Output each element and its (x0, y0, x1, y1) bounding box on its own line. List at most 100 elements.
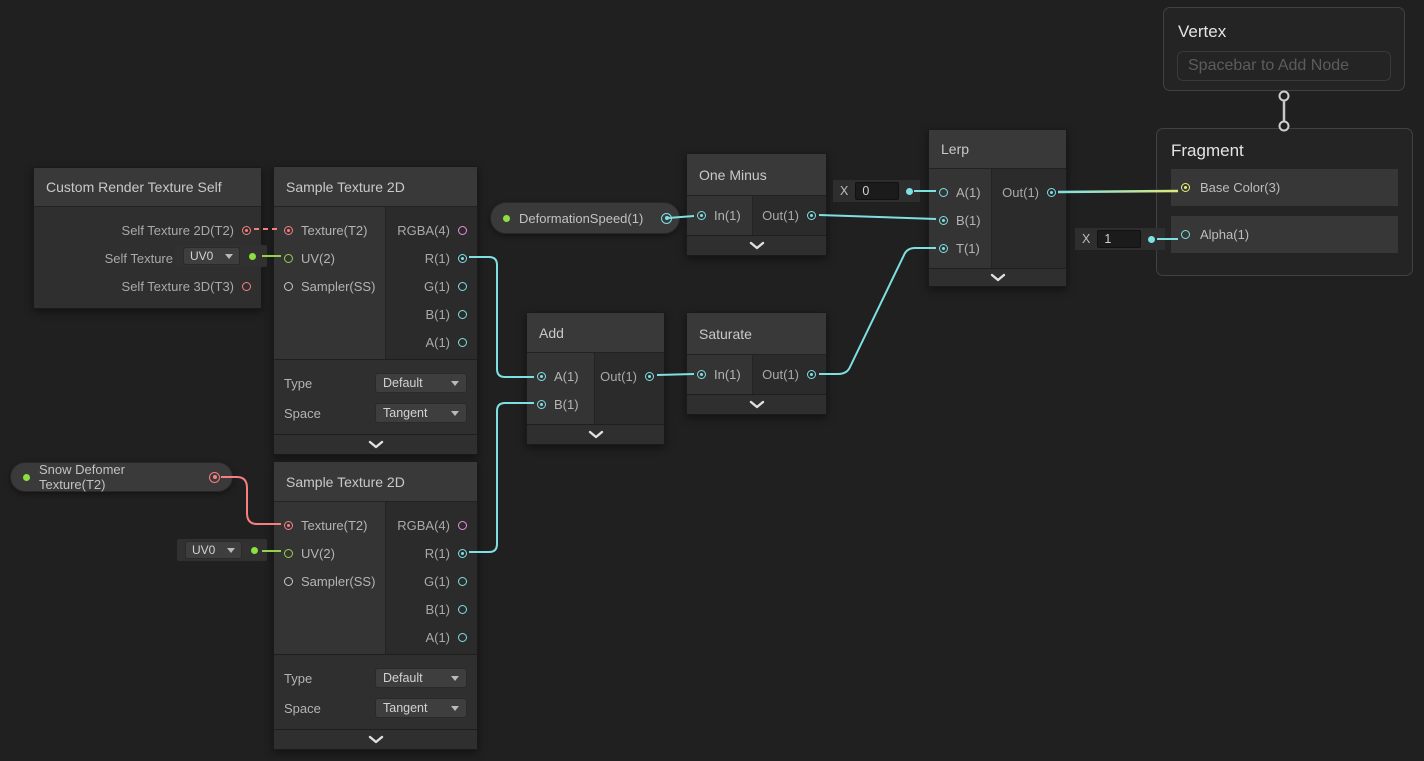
in-port[interactable] (697, 211, 706, 220)
collapse-bar[interactable] (274, 434, 477, 454)
out-port[interactable] (807, 370, 816, 379)
r-output-port[interactable] (458, 548, 467, 558)
snow-deformer-texture-property-node[interactable]: Snow Defomer Texture(T2) (10, 462, 233, 492)
base-color-port[interactable] (1181, 183, 1190, 192)
a-input-port[interactable] (537, 371, 546, 381)
collapse-bar[interactable] (929, 268, 1066, 286)
self-texture-2d-port[interactable] (242, 225, 251, 235)
alpha-port[interactable] (1181, 230, 1190, 239)
type-value: Default (383, 376, 423, 390)
node-title: Lerp (929, 130, 1066, 169)
node-title: Sample Texture 2D (274, 462, 477, 502)
lerp-node[interactable]: Lerp A(1) B(1) T(1) Out(1) (928, 129, 1067, 287)
b-output-port[interactable] (458, 309, 467, 319)
alpha-label: Alpha(1) (1200, 227, 1250, 242)
space-label: Space (284, 700, 321, 716)
deformation-speed-property-node[interactable]: DeformationSpeed(1) (490, 202, 680, 234)
x-label: X (840, 184, 849, 198)
space-value: Tangent (383, 406, 428, 420)
self-texture-row: Self Texture (34, 244, 261, 272)
g-output-port[interactable] (458, 576, 467, 586)
fragment-base-color-row[interactable]: Base Color(3) (1171, 169, 1398, 206)
out-label: Out(1) (762, 367, 799, 382)
texture-input-label: Texture(T2) (301, 517, 368, 533)
out-port[interactable] (807, 211, 816, 220)
b-input-port[interactable] (537, 399, 546, 409)
saturate-node[interactable]: Saturate In(1) Out(1) (686, 312, 827, 415)
one-minus-node[interactable]: One Minus In(1) Out(1) (686, 153, 827, 256)
fragment-context-node[interactable]: Fragment Base Color(3) Alpha(1) (1156, 128, 1413, 276)
out-label: Out(1) (762, 208, 799, 223)
node-title: Saturate (687, 313, 826, 355)
sample-texture-2d-top-node[interactable]: Sample Texture 2D Texture(T2) UV(2) Samp… (273, 166, 478, 455)
collapse-bar[interactable] (274, 729, 477, 749)
vertex-add-node-placeholder[interactable]: Spacebar to Add Node (1177, 51, 1391, 81)
collapse-bar[interactable] (687, 235, 826, 255)
self-texture-3d-port[interactable] (242, 281, 251, 291)
collapse-bar[interactable] (527, 424, 664, 444)
rgba-output-port[interactable] (458, 225, 467, 235)
sampler-input-port[interactable] (284, 576, 293, 586)
collapse-chevron-icon (749, 400, 764, 409)
sample-texture-2d-bottom-node[interactable]: Sample Texture 2D Texture(T2) UV(2) Samp… (273, 461, 478, 750)
a-output-port[interactable] (458, 337, 467, 347)
space-dropdown[interactable]: Tangent (375, 403, 467, 423)
b-output-port[interactable] (458, 604, 467, 614)
texture-input-port[interactable] (284, 225, 293, 235)
fragment-alpha-row[interactable]: Alpha(1) (1171, 216, 1398, 253)
property-output-port[interactable] (661, 212, 673, 224)
uv-channel-dropdown[interactable]: UV0 (183, 247, 240, 265)
fragment-title: Fragment (1171, 141, 1244, 160)
a-input-port[interactable] (939, 187, 948, 197)
space-label: Space (284, 405, 321, 421)
out-port[interactable] (645, 371, 654, 381)
collapse-bar[interactable] (687, 394, 826, 414)
vertex-context-node[interactable]: Vertex Spacebar to Add Node (1163, 7, 1405, 91)
wire-sample-bottom-r-to-add-b[interactable] (469, 402, 534, 553)
base-color-label: Base Color(3) (1200, 180, 1281, 195)
uv-input-port[interactable] (284, 253, 293, 263)
rgba-output-label: RGBA(4) (397, 517, 450, 533)
type-dropdown[interactable]: Default (375, 668, 467, 688)
self-texture-3d-row: Self Texture 3D(T3) (34, 272, 261, 300)
self-texture-3d-label: Self Texture 3D(T3) (121, 278, 234, 294)
x-value-input[interactable]: 1 (1097, 230, 1142, 248)
property-output-port[interactable] (209, 471, 220, 483)
custom-render-texture-self-node[interactable]: Custom Render Texture Self Self Texture … (33, 167, 262, 309)
t-input-port[interactable] (939, 243, 948, 253)
add-node[interactable]: Add A(1) B(1) Out(1) (526, 312, 665, 445)
alpha-default-widget: X 1 (1075, 228, 1165, 250)
dropdown-caret-icon (451, 410, 459, 416)
uv-channel-dropdown[interactable]: UV0 (185, 541, 242, 559)
wire-oneminus-to-lerp-b[interactable] (818, 214, 937, 220)
x-connector-dot (906, 187, 913, 195)
uv-input-port[interactable] (284, 548, 293, 558)
g-output-port[interactable] (458, 281, 467, 291)
wire-sample-top-r-to-add-a[interactable] (469, 256, 534, 378)
in-port[interactable] (697, 370, 706, 379)
a-input-label: A(1) (554, 368, 579, 384)
out-port[interactable] (1047, 187, 1056, 197)
node-title: One Minus (687, 154, 826, 196)
self-texture-2d-label: Self Texture 2D(T2) (121, 222, 234, 238)
uv-connector-dot (249, 252, 256, 260)
texture-input-port[interactable] (284, 520, 293, 530)
dropdown-caret-icon (225, 253, 233, 259)
t-input-label: T(1) (956, 240, 980, 256)
a-output-port[interactable] (458, 632, 467, 642)
b-input-port[interactable] (939, 215, 948, 225)
g-output-label: G(1) (424, 278, 450, 294)
space-dropdown[interactable]: Tangent (375, 698, 467, 718)
wire-saturate-to-lerp-t[interactable] (819, 247, 936, 375)
x-value-input[interactable]: 0 (855, 182, 899, 200)
type-dropdown[interactable]: Default (375, 373, 467, 393)
self-texture-2d-row: Self Texture 2D(T2) (34, 216, 261, 244)
sampler-input-port[interactable] (284, 281, 293, 291)
vertex-title: Vertex (1178, 22, 1227, 41)
rgba-output-port[interactable] (458, 520, 467, 530)
self-texture-label: Self Texture (104, 250, 173, 266)
b-output-label: B(1) (425, 601, 450, 617)
r-output-port[interactable] (458, 253, 467, 263)
collapse-chevron-icon (749, 241, 764, 250)
